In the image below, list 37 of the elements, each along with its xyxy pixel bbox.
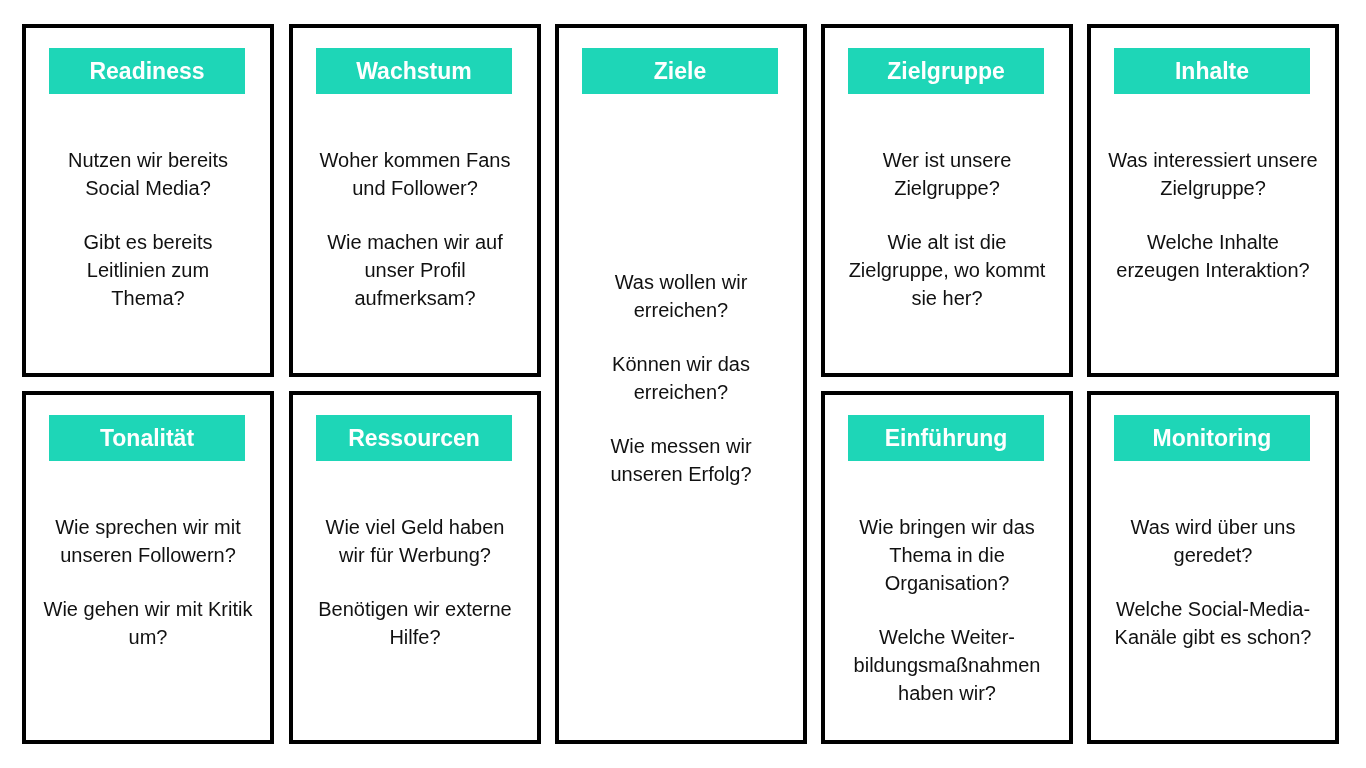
card-heading: Zielgruppe — [848, 48, 1044, 94]
question-card — [22, 24, 274, 377]
question-text: Was wird über uns geredet? — [1129, 515, 1297, 568]
card-heading: Monitoring — [1114, 415, 1310, 461]
question-card — [821, 24, 1073, 377]
question-text: Was wollen wir erreichen? — [613, 270, 749, 323]
card-heading: Inhalte — [1114, 48, 1310, 94]
card-heading: Einführung — [848, 415, 1044, 461]
question-text: Wer ist unsere Zielgruppe? — [881, 148, 1013, 201]
question-text: Benötigen wir externe Hilfe? — [317, 597, 513, 650]
question-card — [821, 391, 1073, 744]
question-text: Können wir das erreichen? — [611, 352, 751, 405]
card-heading: Tonalität — [49, 415, 245, 461]
question-card — [22, 391, 274, 744]
question-text: Wie alt ist die Zielgruppe, wo kommt sie her? — [847, 230, 1047, 311]
question-text: Wie gehen wir mit Kritik um? — [42, 597, 254, 650]
question-card — [1087, 391, 1339, 744]
question-text: Wie bringen wir das Thema in die Organisation? — [858, 515, 1036, 596]
question-text: Wie messen wir unseren Erfolg? — [609, 434, 753, 487]
question-text: Wie machen wir auf unser Profil aufmerksam? — [326, 230, 504, 311]
card-heading: Ziele — [582, 48, 778, 94]
question-card — [555, 24, 807, 744]
question-card — [1087, 24, 1339, 377]
card-heading: Wachstum — [316, 48, 512, 94]
question-text: Wie viel Geld haben wir für Werbung? — [324, 515, 506, 568]
card-heading: Ressourcen — [316, 415, 512, 461]
question-text: Welche Inhalte erzeugen Interaktion? — [1115, 230, 1311, 283]
question-card — [289, 24, 541, 377]
question-text: Woher kommen Fans und Follower? — [318, 148, 512, 201]
question-text: Gibt es bereits Leitlinien zum Thema? — [82, 230, 214, 311]
question-text: Nutzen wir bereits Social Media? — [66, 148, 230, 201]
question-text: Was interessiert unsere Zielgruppe? — [1107, 148, 1319, 201]
question-text: Wie sprechen wir mit unseren Followern? — [54, 515, 242, 568]
question-card — [289, 391, 541, 744]
question-text: Welche Social-Media- Kanäle gibt es schon? — [1113, 597, 1313, 650]
card-heading: Readiness — [49, 48, 245, 94]
question-text: Welche Weiter- bildungsmaßnahmen haben wir? — [852, 625, 1042, 706]
